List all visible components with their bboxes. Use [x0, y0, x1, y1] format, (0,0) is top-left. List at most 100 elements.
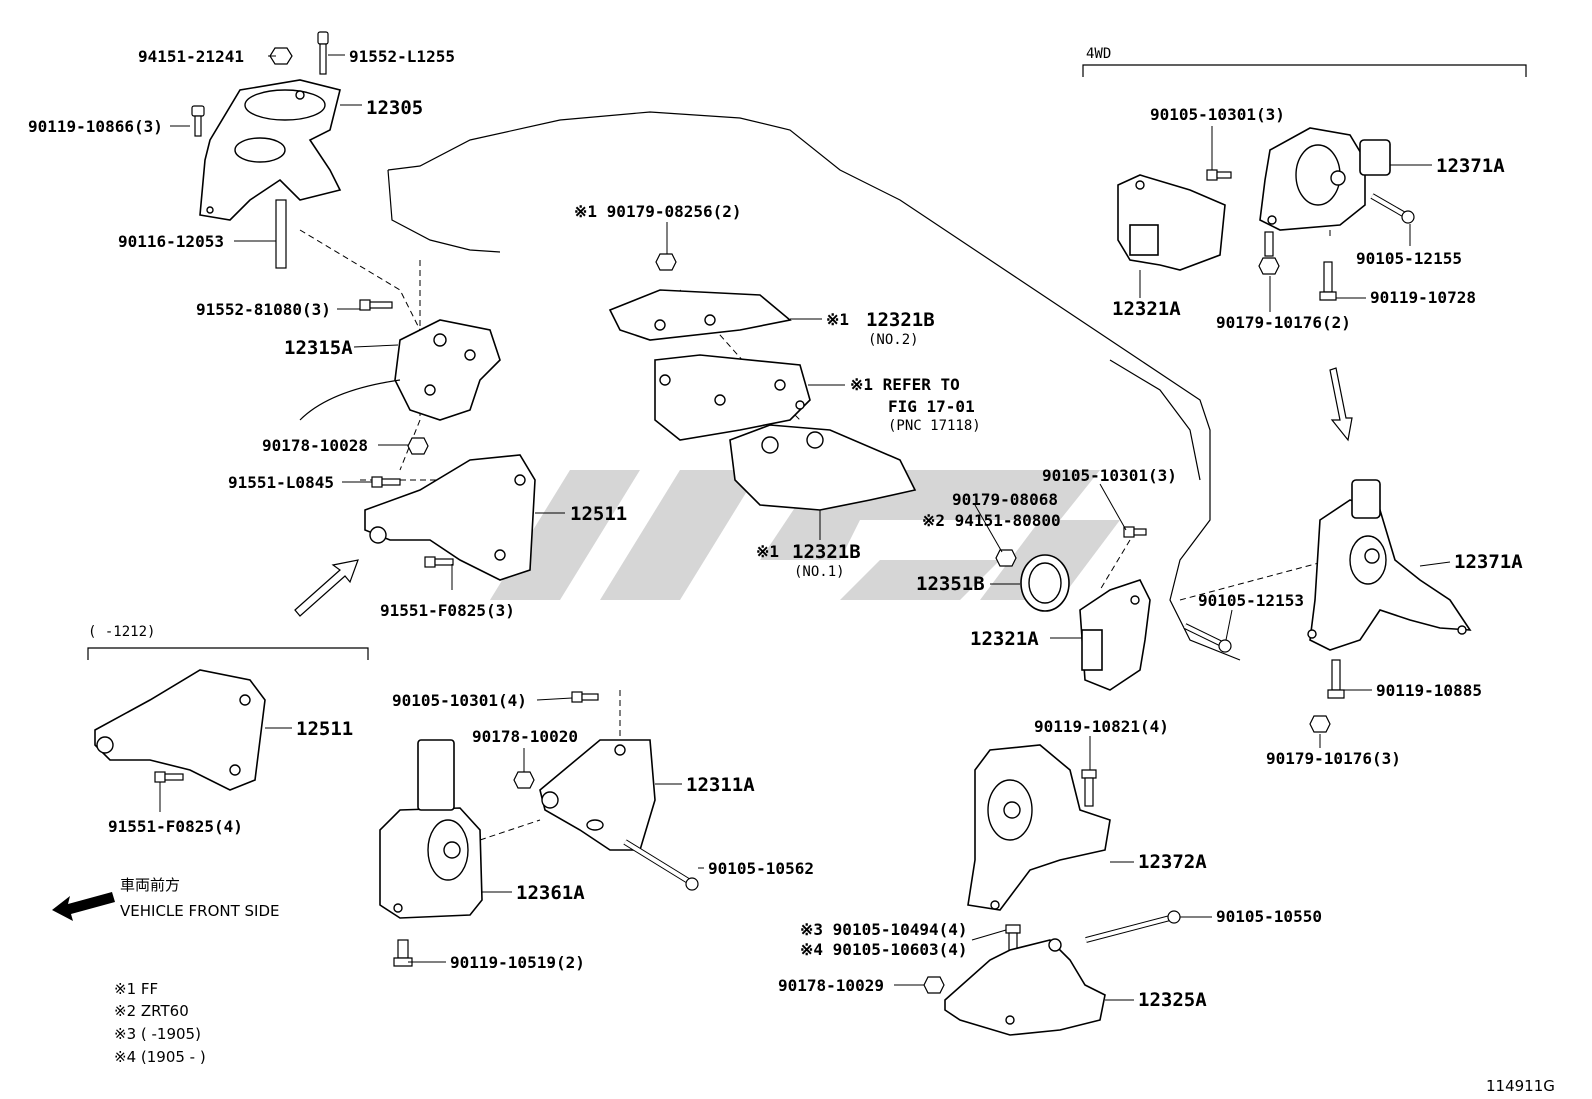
part-12351B — [1020, 554, 1070, 612]
part-12305 — [199, 79, 342, 221]
part-12311A — [539, 739, 656, 851]
part-12511-lower — [94, 669, 266, 791]
stud-90116-12053 — [275, 199, 287, 269]
engine-outline — [387, 111, 1241, 661]
legend-note-2: ※2 ZRT60 — [114, 1002, 189, 1020]
label-90178-10028: 90178-10028 — [262, 436, 368, 455]
label-note1-a: ※1 — [826, 310, 849, 329]
bolt-91551-F0825-4 — [154, 771, 184, 783]
bolt-90105-12153 — [1183, 623, 1232, 653]
legend-note-1: ※1 FF — [114, 980, 158, 998]
vehicle-front-arrow — [52, 892, 115, 921]
leader-lines — [159, 54, 1451, 1001]
part-12321B-no1 — [729, 424, 917, 511]
part-12371A-right — [1307, 479, 1472, 651]
label-note1-b: ※1 — [756, 542, 779, 561]
bolt-90105-10301-3-top — [1206, 169, 1232, 181]
legend-note-4: ※4 (1905 - ) — [114, 1048, 206, 1066]
label-94151-21241: 94151-21241 — [138, 47, 244, 66]
assembly-arrow-1 — [294, 559, 359, 617]
figure-id: 114911G — [1486, 1077, 1555, 1095]
label-12361A: 12361A — [516, 882, 585, 904]
label-90105-10562: 90105-10562 — [708, 859, 814, 878]
label-12371A-top: 12371A — [1436, 155, 1505, 177]
nut-90179-10176-3 — [1309, 715, 1331, 733]
bolt-90105-10562 — [623, 839, 699, 891]
part-labels: 94151-21241 91552-L1255 12305 90119-1086… — [28, 46, 1555, 1095]
label-fig-17-01: FIG 17-01 — [888, 397, 975, 416]
label-12371A-right: 12371A — [1454, 551, 1523, 573]
bolt-90119-10885 — [1327, 659, 1345, 699]
label-vehicle-front-side: VEHICLE FRONT SIDE — [120, 902, 280, 920]
bolt-90105-10301-4 — [571, 691, 599, 703]
part-12372A — [967, 744, 1111, 911]
bolt-91552-81080 — [359, 299, 393, 311]
part-12511-upper — [364, 454, 536, 581]
label-12321A-top: 12321A — [1112, 298, 1181, 320]
label-12311A: 12311A — [686, 774, 755, 796]
legend-note-3: ※3 ( -1905) — [114, 1025, 201, 1043]
part-12361A — [379, 739, 483, 919]
label-12351B: 12351B — [916, 573, 985, 595]
label-90105-10603: ※4 90105-10603(4) — [800, 940, 968, 959]
label-90179-08256: ※1 90179-08256(2) — [574, 202, 742, 221]
label-90116-12053: 90116-12053 — [118, 232, 224, 251]
label-refer-to: ※1 REFER TO — [850, 375, 960, 394]
label-12321B-no1: 12321B — [792, 541, 861, 563]
label-91551-L0845: 91551-L0845 — [228, 473, 334, 492]
label-12315A: 12315A — [284, 337, 353, 359]
label-90179-10176-3: 90179-10176(3) — [1266, 749, 1401, 768]
part-12321A-top — [1117, 174, 1226, 271]
label-90119-10821: 90119-10821(4) — [1034, 717, 1169, 736]
label-4wd: 4WD — [1086, 46, 1111, 62]
label-no1: (NO.1) — [794, 564, 845, 580]
label-12372A: 12372A — [1138, 851, 1207, 873]
label-12321A-lower: 12321A — [970, 628, 1039, 650]
part-12321B-no2 — [608, 289, 792, 341]
nut-90179-10176-2 — [1258, 231, 1280, 275]
label-91552-L1255: 91552-L1255 — [349, 47, 455, 66]
label-91551-F0825-4: 91551-F0825(4) — [108, 817, 243, 836]
label-90178-10029: 90178-10029 — [778, 976, 884, 995]
part-bracket-plate — [654, 354, 811, 441]
bolt-90105-12155 — [1370, 193, 1415, 224]
label-90105-10494: ※3 90105-10494(4) — [800, 920, 968, 939]
label-90105-12155: 90105-12155 — [1356, 249, 1462, 268]
label-12321B-no2: 12321B — [866, 309, 935, 331]
assembly-arrow-2 — [1329, 367, 1353, 442]
label-90119-10519: 90119-10519(2) — [450, 953, 585, 972]
bolt-90105-10301-3-mid — [1123, 526, 1147, 538]
label-90105-10301-4: 90105-10301(4) — [392, 691, 527, 710]
bolt-90119-10866 — [191, 105, 205, 137]
label-90119-10728: 90119-10728 — [1370, 288, 1476, 307]
bolt-91551-L0845 — [371, 476, 401, 488]
label-90105-10301-3-mid: 90105-10301(3) — [1042, 466, 1177, 485]
bolt-91552-L1255 — [317, 31, 329, 75]
label-91552-81080: 91552-81080(3) — [196, 300, 331, 319]
bolt-91551-F0825 — [424, 556, 454, 568]
label-90179-10176-2: 90179-10176(2) — [1216, 313, 1351, 332]
label-90179-08068: 90179-08068 — [952, 490, 1058, 509]
label-90105-10550: 90105-10550 — [1216, 907, 1322, 926]
label-90119-10866: 90119-10866(3) — [28, 117, 163, 136]
label-90105-12153: 90105-12153 — [1198, 591, 1304, 610]
variant-bracket-4wd — [1082, 64, 1527, 77]
label-90119-10885: 90119-10885 — [1376, 681, 1482, 700]
label-90105-10301-3-top: 90105-10301(3) — [1150, 105, 1285, 124]
part-12321A-lower — [1079, 579, 1151, 691]
label-pnc-17118: (PNC 17118) — [888, 418, 981, 434]
nut-90178-10029 — [923, 976, 945, 994]
label-12511-lower: 12511 — [296, 718, 353, 740]
label-12325A: 12325A — [1138, 989, 1207, 1011]
nut-90178-10028 — [407, 437, 429, 455]
nut-90178-10020 — [513, 771, 535, 789]
label-12511-upper: 12511 — [570, 503, 627, 525]
label-90178-10020: 90178-10020 — [472, 727, 578, 746]
bolt-90119-10821 — [1081, 769, 1097, 807]
label-12305: 12305 — [366, 97, 423, 119]
nut-94151-80800 — [995, 549, 1017, 567]
bolt-90119-10519 — [393, 939, 413, 967]
label-vehicle-front-jp: 車両前方 — [120, 876, 180, 894]
label-no2: (NO.2) — [868, 332, 919, 348]
